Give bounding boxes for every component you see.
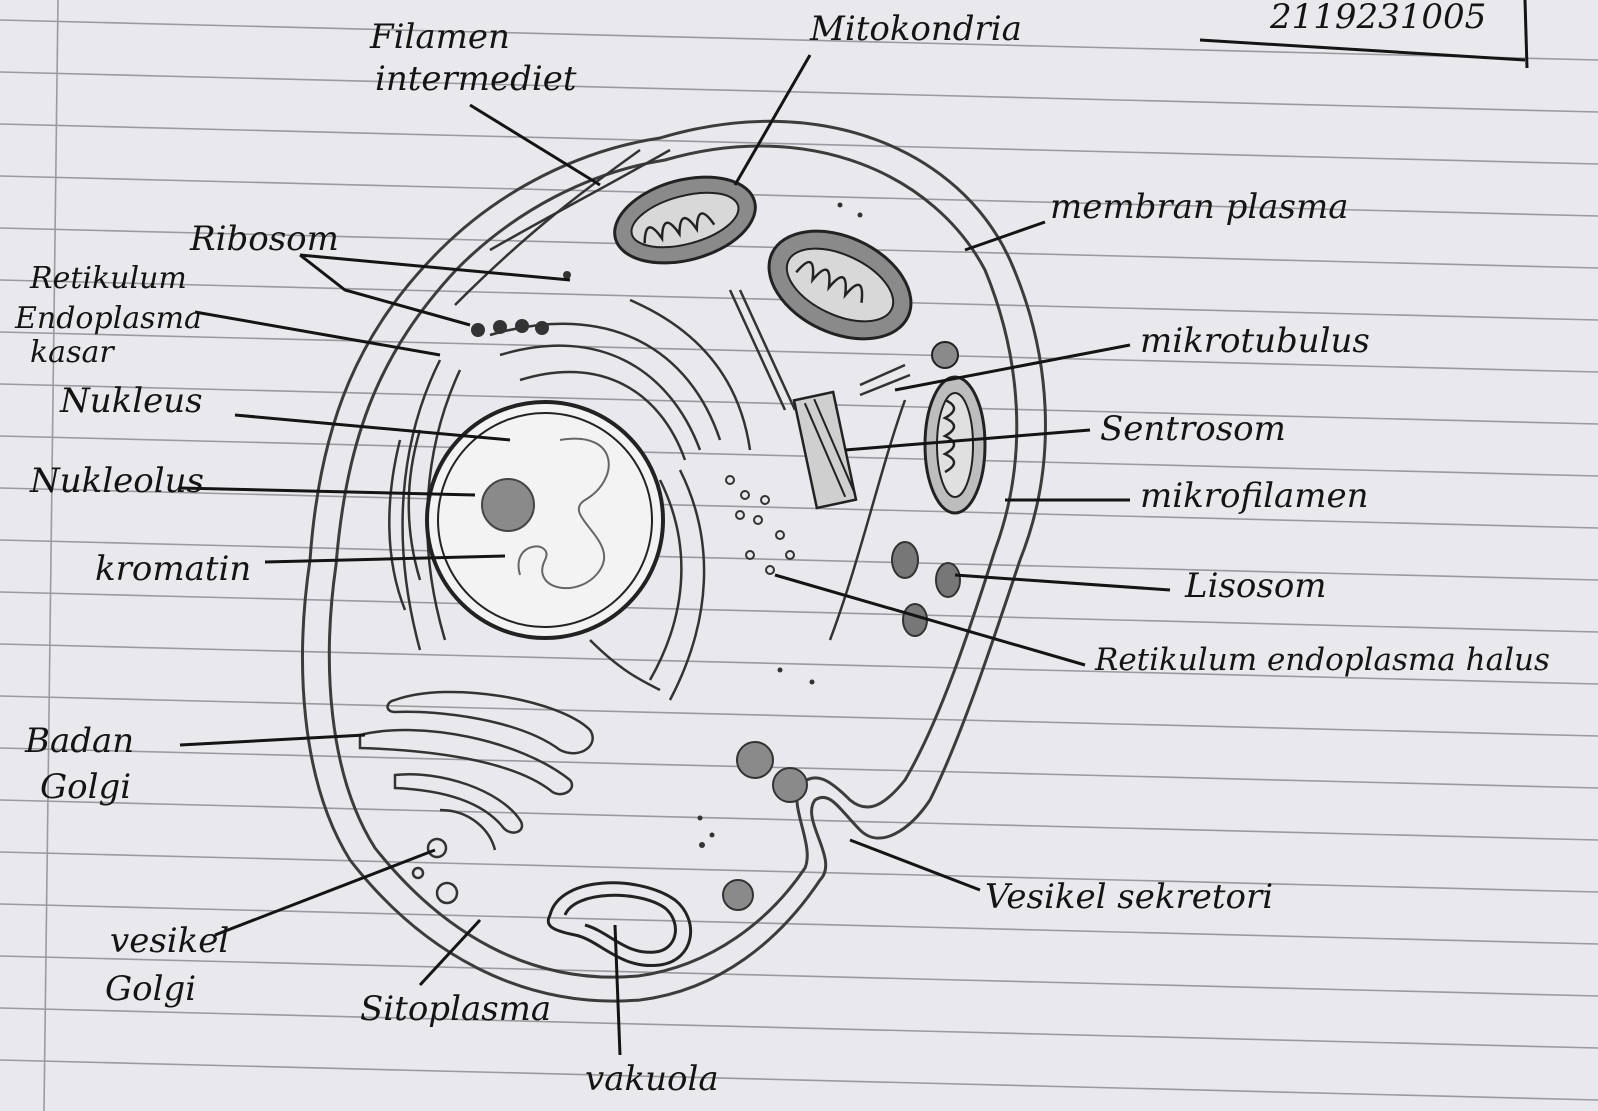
label-endoplasma: Endoplasma	[14, 301, 202, 336]
label-sentrosom: Sentrosom	[1100, 409, 1286, 449]
nucleolus	[482, 479, 534, 531]
ribosome-dots	[471, 271, 571, 337]
label-kasar: kasar	[30, 335, 115, 370]
label-vesikel-sekretori: Vesikel sekretori	[985, 877, 1273, 917]
label-nukleolus: Nukleolus	[29, 461, 204, 501]
golgi-apparatus	[360, 692, 593, 850]
mitochondrion	[605, 163, 765, 278]
ruled-line	[0, 1060, 1598, 1100]
corner-id-text: 2119231005	[1269, 0, 1486, 37]
label-lisosom: Lisosom	[1184, 566, 1327, 606]
label-nukleus: Nukleus	[59, 381, 203, 421]
ruled-line	[0, 176, 1598, 216]
ruled-line	[0, 852, 1598, 892]
label-mikrotubulus: mikrotubulus	[1140, 321, 1370, 361]
ruled-line	[0, 1008, 1598, 1048]
label-membran-plasma: membran plasma	[1050, 187, 1348, 227]
golgi-vesicles	[413, 839, 457, 903]
mitochondrion	[925, 377, 985, 513]
ruled-line	[0, 124, 1598, 164]
label-badan: Badan	[24, 721, 134, 761]
label-ribosom: Ribosom	[189, 219, 339, 259]
mitochondrion	[752, 210, 929, 360]
label-filamen: Filamen	[369, 17, 510, 57]
small-organelle	[932, 342, 958, 368]
label-golgi: Golgi	[40, 767, 131, 807]
lysosome	[892, 542, 960, 636]
vacuole	[548, 883, 690, 966]
label-vakuola: vakuola	[585, 1059, 719, 1099]
ruled-line	[0, 72, 1598, 112]
ruled-line	[0, 956, 1598, 996]
label-vesikel: vesikel	[110, 921, 229, 961]
nucleus	[427, 402, 663, 638]
ruled-line	[0, 592, 1598, 632]
label-sitoplasma: Sitoplasma	[360, 989, 551, 1029]
label-mitokondria: Mitokondria	[809, 9, 1022, 49]
label-vesikel-golgi: Golgi	[105, 969, 196, 1009]
label-intermediet: intermediet	[375, 59, 577, 99]
label-re-halus: Retikulum endoplasma halus	[1094, 642, 1550, 678]
label-mikrofilamen: mikrofilamen	[1140, 476, 1369, 516]
ruled-line	[0, 696, 1598, 736]
label-kromatin: kromatin	[95, 549, 251, 589]
ruled-line	[0, 436, 1598, 476]
margin-line	[44, 0, 58, 1111]
label-retikulum: Retikulum	[29, 261, 187, 296]
